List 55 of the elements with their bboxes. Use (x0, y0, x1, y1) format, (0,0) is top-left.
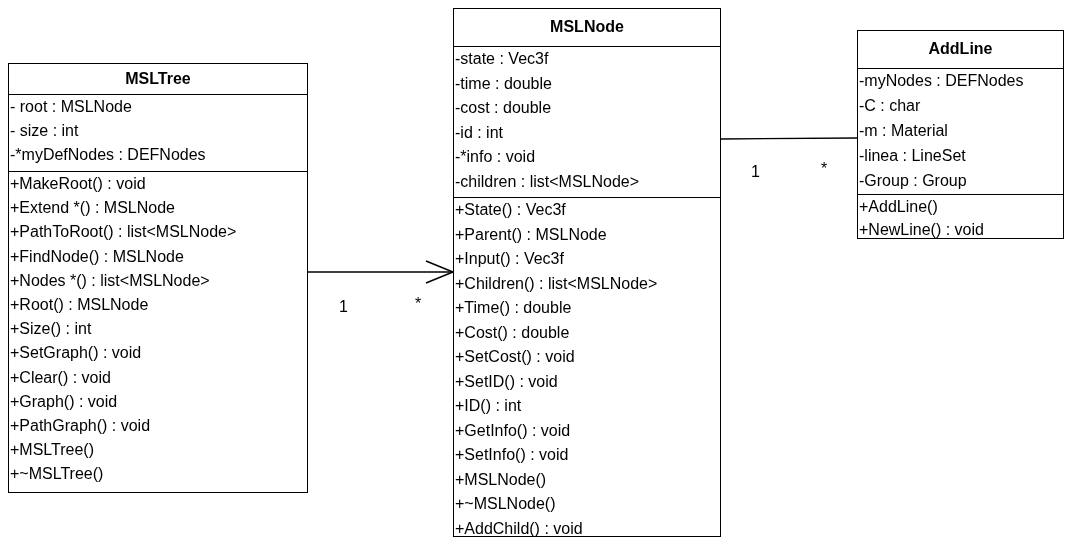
class-name: MSLNode (549, 18, 625, 36)
member-text: +Children() : list<MSLNode> (455, 274, 658, 293)
member-text: -time : double (455, 74, 552, 93)
class-box (453, 8, 721, 537)
member-text: +State() : Vec3f (455, 201, 566, 219)
member-text: +Cost() : double (455, 323, 570, 342)
member-text: -id : int (455, 123, 503, 142)
member-text: - root : MSLNode (10, 98, 132, 116)
member-text: -m : Material (859, 122, 948, 140)
member-text: +NewLine() : void (859, 221, 984, 239)
member-text: +SetCost() : void (455, 348, 575, 366)
member-text: +AddChild() : void (455, 519, 583, 537)
member-text: +AddLine() (859, 198, 938, 216)
member-text: +FindNode() : MSLNode (10, 247, 184, 266)
member-text: -linea : LineSet (859, 147, 966, 165)
member-text: +Extend *() : MSLNode (10, 199, 175, 218)
member-text: +~MSLTree() (10, 465, 104, 484)
member-text: +Nodes *() : list<MSLNode> (10, 271, 210, 290)
member-text: +Time() : double (455, 299, 572, 317)
member-text: +MSLNode() (455, 470, 547, 489)
member-text: -cost : double (455, 99, 552, 117)
member-text: - size : int (10, 122, 79, 140)
member-text: +Input() : Vec3f (455, 250, 564, 268)
member-text: +SetGraph() : void (10, 344, 142, 363)
multiplicity-label: 1 (751, 163, 760, 181)
class-name: AddLine (927, 40, 994, 58)
member-text: -*myDefNodes : DEFNodes (10, 146, 206, 164)
member-text: +Parent() : MSLNode (455, 225, 607, 244)
class-name: MSLTree (124, 69, 192, 88)
member-text: +MakeRoot() : void (10, 175, 146, 193)
multiplicity-label: * (821, 160, 828, 178)
member-text: +ID() : int (455, 397, 522, 415)
member-text: +SetID() : void (455, 372, 558, 391)
member-text: -myNodes : DEFNodes (859, 72, 1024, 90)
class-box (857, 30, 1064, 239)
member-text: -*info : void (455, 148, 536, 166)
member-text: -C : char (859, 97, 921, 115)
member-text: +~MSLNode() (455, 495, 556, 513)
multiplicity-label: 1 (339, 298, 348, 316)
compartment (858, 194, 1063, 240)
member-text: +MSLTree() (10, 441, 94, 460)
member-text: +Size() : int (10, 320, 92, 339)
member-text: +GetInfo() : void (455, 421, 571, 440)
member-text: +SetInfo() : void (455, 446, 569, 464)
class-box (8, 63, 308, 493)
member-text: -children : list<MSLNode> (455, 172, 640, 191)
member-text: +Clear() : void (10, 368, 111, 387)
member-text: -Group : Group (859, 172, 967, 190)
member-text: +Graph() : void (10, 392, 118, 411)
member-text: +Root() : MSLNode (10, 296, 149, 314)
member-text: +PathToRoot() : list<MSLNode> (10, 223, 237, 242)
member-text: +PathGraph() : void (10, 417, 151, 435)
member-text: -state : Vec3f (455, 50, 549, 68)
multiplicity-label: * (415, 295, 422, 313)
compartment (454, 197, 720, 537)
